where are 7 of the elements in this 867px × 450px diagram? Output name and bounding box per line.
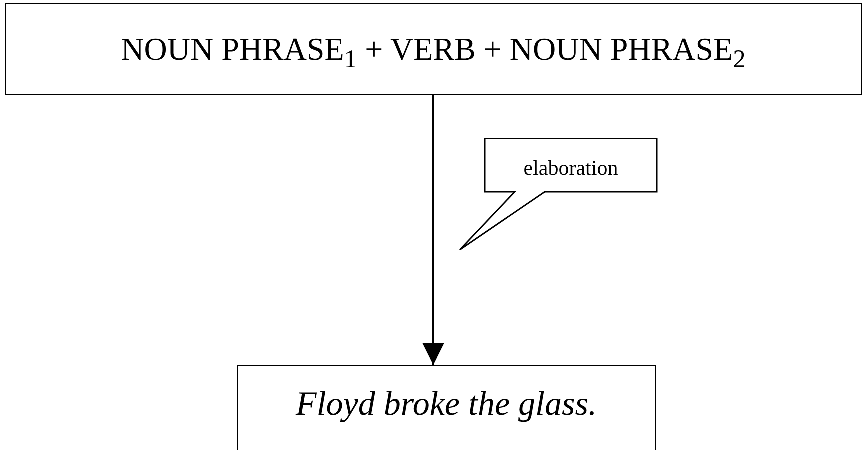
text-box (5, 3, 862, 95)
speech-bubble (459, 138, 659, 252)
example-sentence: Floyd broke the glass. (296, 386, 597, 424)
pattern-text: NOUN PHRASE$_{1}$ + VERB + NOUN PHRASE$_{2}$ (121, 30, 746, 68)
arrow (422, 95, 444, 365)
callout-text: elaboration (522, 156, 620, 181)
text-box (237, 365, 656, 450)
